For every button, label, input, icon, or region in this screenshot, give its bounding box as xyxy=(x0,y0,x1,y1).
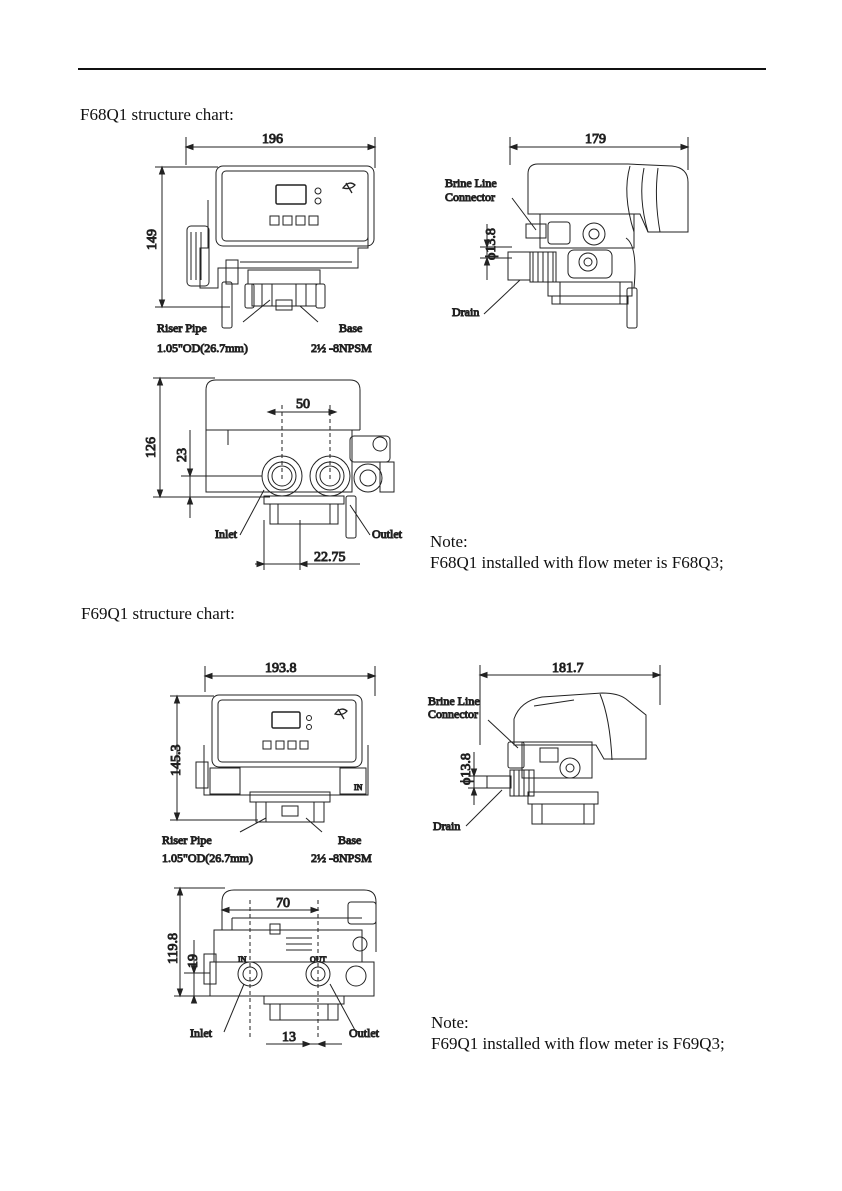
f69-side-view: 181.7 xyxy=(465,661,662,827)
header-rule xyxy=(78,68,766,70)
f68-note-label: Note: xyxy=(430,532,468,551)
f68-connector-line1: Brine Line xyxy=(445,176,497,190)
f69-inlet-label: Inlet xyxy=(190,1026,213,1040)
f69-note-label: Note: xyxy=(431,1013,469,1032)
f69-section-title: F69Q1 structure chart: xyxy=(81,604,235,623)
f69-side-width: 181.7 xyxy=(552,661,584,676)
f69-riser-label: Riser Pipe xyxy=(162,833,212,847)
f68-connector-line2: Connector xyxy=(445,190,495,204)
f69-front-width: 193.8 xyxy=(265,661,297,676)
f68-top-view: 126 23 50 xyxy=(144,376,395,570)
f69-top-view: 119.8 19 70 IN OUT xyxy=(166,886,377,1048)
f68-note-text: F68Q1 installed with flow meter is F68Q3… xyxy=(430,553,724,572)
f69-drain-label: Drain xyxy=(433,819,460,833)
f69-in-mark: IN xyxy=(238,955,247,964)
f69-outlet-label: Outlet xyxy=(349,1026,380,1040)
f68-front-width: 196 xyxy=(262,132,283,147)
f69-front-view: 193.8 145.3 IN xyxy=(169,661,377,833)
f69-side-diameter: ϕ13.8 xyxy=(459,753,474,785)
f68-drain-label: Drain xyxy=(452,305,479,319)
f69-base-value: 2½ -8NPSM xyxy=(311,851,372,865)
f68-top-spacing: 50 xyxy=(296,397,310,412)
f69-connector-line2: Connector xyxy=(428,707,478,721)
f69-connector-line1: Brine Line xyxy=(428,694,480,708)
f68-side-view: 179 xyxy=(480,132,690,329)
f69-top-spacing: 70 xyxy=(276,896,290,911)
f68-base-label: Base xyxy=(339,321,362,335)
f68-side-width: 179 xyxy=(585,132,606,147)
f69-top-height: 119.8 xyxy=(166,933,181,964)
f68-riser-label: Riser Pipe xyxy=(157,321,207,335)
f68-top-offset: 23 xyxy=(175,448,190,462)
f68-front-view: 196 149 xyxy=(145,132,377,329)
f68-outlet-label: Outlet xyxy=(372,527,403,541)
f68-top-height: 126 xyxy=(144,437,159,458)
f69-front-height: 145.3 xyxy=(169,745,184,777)
f69-note: Note: F69Q1 installed with flow meter is… xyxy=(431,1012,725,1054)
f68-riser-value: 1.05"OD(26.7mm) xyxy=(157,341,248,355)
f69-front-in-mark: IN xyxy=(354,783,363,792)
f68-note: Note: F68Q1 installed with flow meter is… xyxy=(430,531,724,573)
f68-top-offset2: 22.75 xyxy=(314,550,346,565)
f68-side-diameter: ϕ13.8 xyxy=(484,228,499,260)
f69-top-offset: 19 xyxy=(186,954,201,968)
f69-note-text: F69Q1 installed with flow meter is F69Q3… xyxy=(431,1034,725,1053)
f68-front-height: 149 xyxy=(145,229,160,250)
f69-riser-value: 1.05"OD(26.7mm) xyxy=(162,851,253,865)
f69-top-offset2: 13 xyxy=(282,1030,296,1045)
f68-section-title: F68Q1 structure chart: xyxy=(80,105,234,124)
f68-base-value: 2½ -8NPSM xyxy=(311,341,372,355)
f68-inlet-label: Inlet xyxy=(215,527,238,541)
f69-base-label: Base xyxy=(338,833,361,847)
f69-out-mark: OUT xyxy=(310,955,327,964)
